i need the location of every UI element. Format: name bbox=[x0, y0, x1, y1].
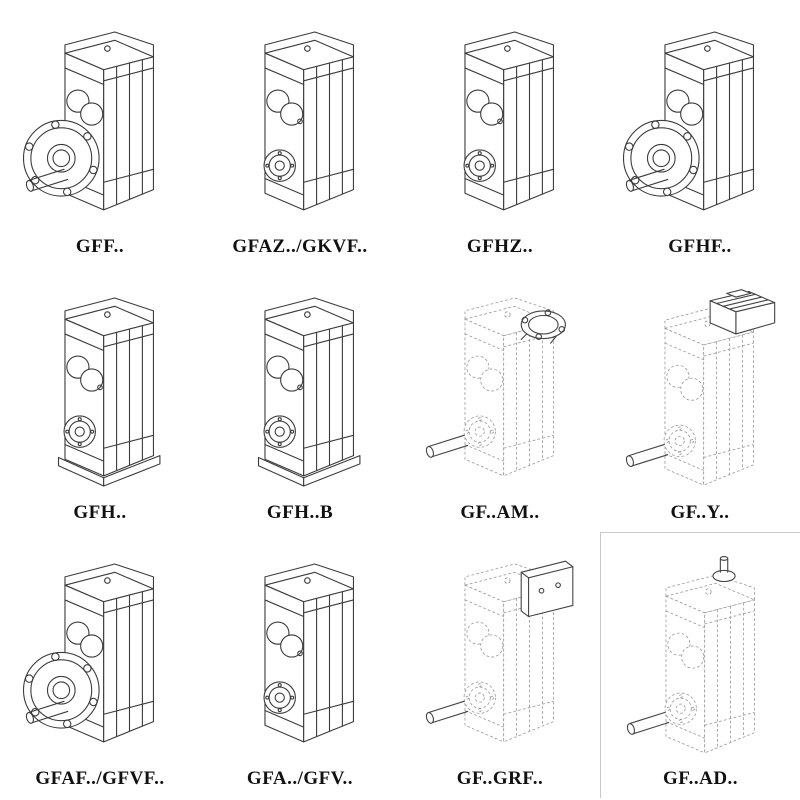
catalog-cell-gfhf: GFHF.. bbox=[600, 0, 800, 266]
catalog-cell-gf-am: GF..AM.. bbox=[400, 266, 600, 532]
catalog-cell-gfa-gfv: GFA../GFV.. bbox=[200, 532, 400, 798]
figure-label: GFH..B bbox=[266, 502, 334, 523]
figure-label: GF..AD.. bbox=[662, 768, 739, 789]
figure-label: GF..GRF.. bbox=[456, 768, 544, 789]
gearbox-drawing-mounting-plate bbox=[411, 552, 589, 764]
figure-label: GF..AM.. bbox=[460, 502, 540, 523]
gearbox-drawing-foot-mounted bbox=[211, 286, 389, 498]
catalog-cell-gfh-b: GFH..B bbox=[200, 266, 400, 532]
gearbox-drawing-hollow-shaft bbox=[211, 20, 389, 232]
gearbox-drawing-output-flange bbox=[11, 20, 189, 232]
catalog-cell-gfh: GFH.. bbox=[0, 266, 200, 532]
catalog-cell-gfhz: GFHZ.. bbox=[400, 0, 600, 266]
catalog-cell-gfaf-gfvf: GFAF../GFVF.. bbox=[0, 532, 200, 798]
gearbox-drawing-foot-mounted bbox=[11, 286, 189, 498]
figure-label: GFHZ.. bbox=[466, 236, 534, 257]
gearbox-drawing-output-flange bbox=[11, 552, 189, 764]
gearbox-drawing-motor-adapter-flange bbox=[411, 286, 589, 498]
catalog-cell-gf-ad: GF..AD.. bbox=[600, 532, 800, 798]
gearbox-drawing-mounted-motor bbox=[611, 286, 789, 498]
figure-label: GFA../GFV.. bbox=[246, 768, 354, 789]
catalog-cell-gf-y: GF..Y.. bbox=[600, 266, 800, 532]
figure-label: GF..Y.. bbox=[670, 502, 730, 523]
gearbox-drawing-hollow-shaft bbox=[211, 552, 389, 764]
figure-label: GFF.. bbox=[75, 236, 125, 257]
figure-label: GFAF../GFVF.. bbox=[35, 768, 165, 789]
figure-label: GFHF.. bbox=[668, 236, 732, 257]
gearbox-drawing-hollow-shaft bbox=[411, 20, 589, 232]
catalog-cell-gff: GFF.. bbox=[0, 0, 200, 266]
gearbox-drawing-input-shaft-adapter bbox=[612, 552, 790, 764]
figure-label: GFH.. bbox=[73, 502, 127, 523]
catalog-cell-gf-grf: GF..GRF.. bbox=[400, 532, 600, 798]
figure-label: GFAZ../GKVF.. bbox=[232, 236, 368, 257]
catalog-cell-gfaz-gkvf: GFAZ../GKVF.. bbox=[200, 0, 400, 266]
gearbox-drawing-output-flange bbox=[611, 20, 789, 232]
